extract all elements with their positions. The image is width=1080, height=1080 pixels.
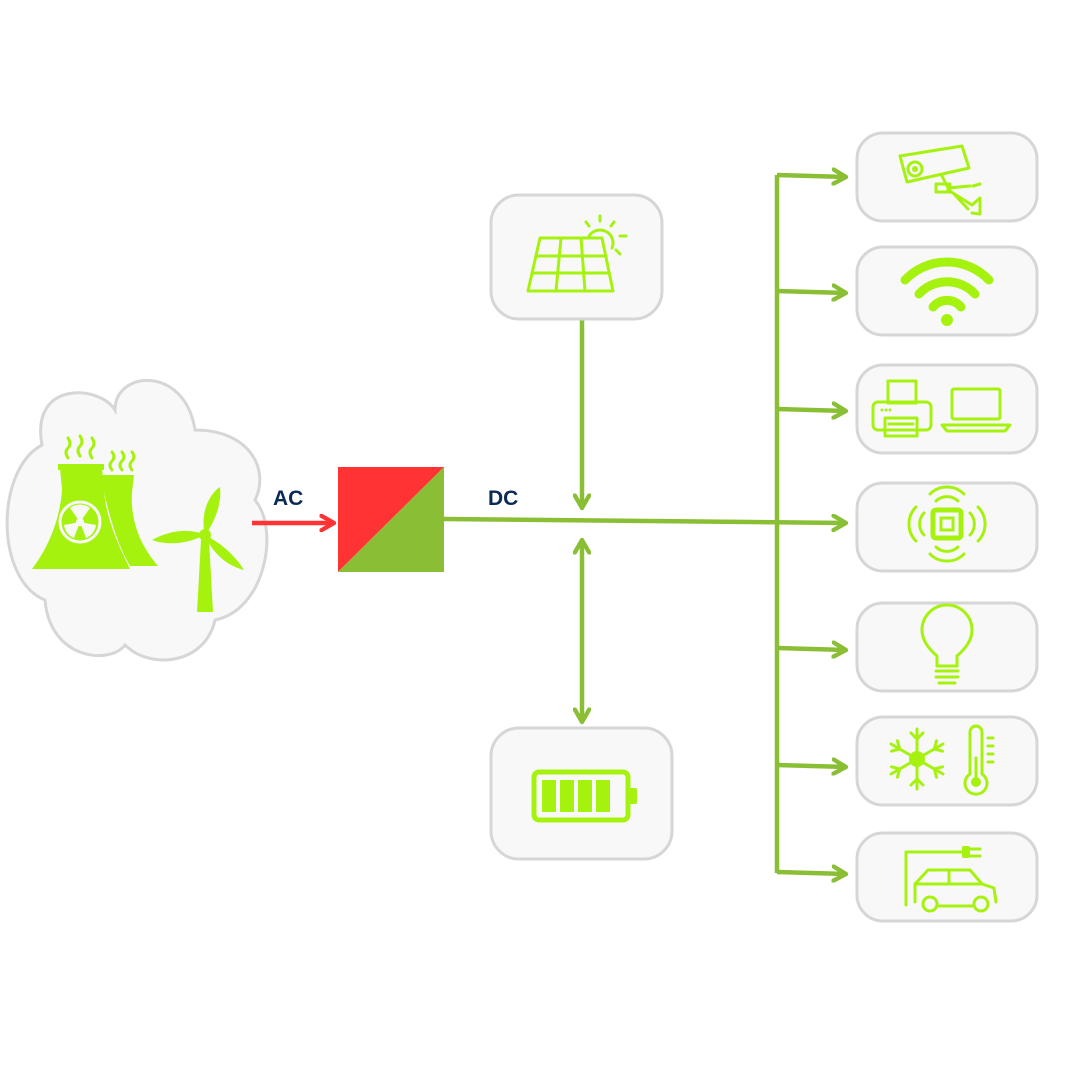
solar-panel-icon [526, 214, 628, 293]
ac-dc-converter-icon [338, 467, 444, 572]
load-node-office [855, 363, 1039, 455]
load-branch-line [776, 765, 846, 767]
load-node-sensor [855, 481, 1039, 573]
battery-node [489, 726, 674, 861]
radiation-icon [58, 500, 102, 544]
cloud-shape [5, 379, 269, 662]
load-node-camera [855, 131, 1039, 223]
load-branch-line [776, 291, 846, 293]
snowflake-icon [889, 727, 945, 791]
load-branch-line [776, 175, 846, 177]
load-branch-line [776, 872, 846, 874]
wind-turbine-icon [152, 487, 244, 612]
sensor-icon [907, 485, 987, 563]
ev-charging-icon [904, 846, 998, 913]
grid-source [5, 379, 269, 662]
ac-label: AC [273, 487, 303, 510]
printer-icon [871, 379, 933, 438]
light-bulb-icon [920, 603, 974, 685]
load-node-hvac [855, 715, 1039, 807]
battery-icon [531, 769, 637, 823]
load-node-ev [855, 831, 1039, 923]
laptop-icon [940, 387, 1012, 433]
cooling-tower-icon [100, 475, 158, 566]
load-branch-line [776, 648, 846, 650]
security-camera-icon [898, 144, 982, 216]
load-node-lighting [855, 601, 1039, 693]
solar-node [489, 193, 664, 321]
load-node-wifi [855, 245, 1039, 337]
thermometer-icon [963, 724, 995, 796]
dc-label: DC [488, 487, 518, 510]
tower-cap [58, 464, 104, 470]
load-branch-line [776, 409, 846, 411]
wifi-icon [900, 257, 994, 326]
dc-bus-line [443, 519, 846, 523]
